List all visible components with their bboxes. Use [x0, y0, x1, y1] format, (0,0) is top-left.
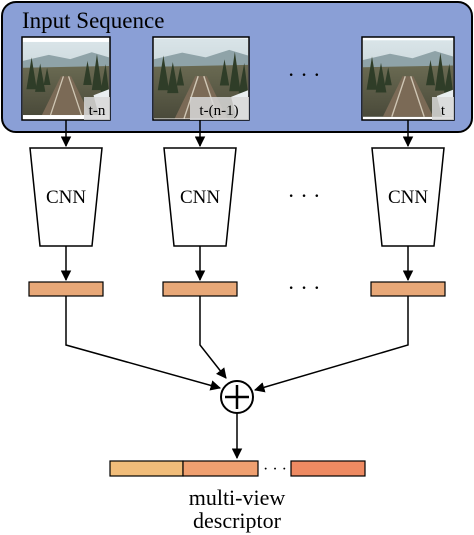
descriptor-caption-line-1: multi-view	[189, 485, 286, 510]
frame-thumbnail-3: t	[361, 36, 455, 121]
sum-operator	[220, 380, 254, 414]
arrow-feature-to-fusion-2	[199, 296, 227, 379]
descriptor-ellipsis: · · ·	[263, 461, 287, 478]
cnn-label-3: CNN	[388, 187, 428, 208]
feature-ellipsis: · · ·	[288, 275, 321, 300]
feature-bar-3	[370, 281, 446, 297]
cnn-block-1: CNN	[29, 147, 103, 247]
arrow-feature-to-fusion-3	[253, 296, 409, 393]
descriptor-caption-line-2: descriptor	[193, 508, 282, 533]
descriptor-segment-3	[290, 460, 366, 477]
descriptor-segment-1	[109, 460, 184, 477]
feature-bar-1	[28, 281, 104, 297]
feature-bar-2	[162, 281, 238, 297]
frame-label-1: t-n	[89, 103, 106, 119]
frame-label-2: t-(n-1)	[199, 103, 238, 119]
frame-ellipsis: · · ·	[288, 62, 321, 87]
input-sequence-title: Input Sequence	[22, 8, 164, 33]
descriptor-segment-2	[182, 460, 259, 477]
frame-thumbnail-2: t-(n-1)	[152, 36, 250, 121]
descriptor-bar: · · ·	[109, 460, 366, 478]
cnn-ellipsis: · · ·	[288, 183, 321, 208]
cnn-label-2: CNN	[180, 187, 220, 208]
cnn-block-3: CNN	[371, 147, 445, 247]
arrow-feature-to-fusion-1	[65, 296, 222, 391]
cnn-block-2: CNN	[163, 147, 237, 247]
cnn-label-1: CNN	[46, 187, 86, 208]
frame-thumbnail-1: t-n	[21, 36, 111, 121]
frame-label-3: t	[441, 103, 446, 119]
